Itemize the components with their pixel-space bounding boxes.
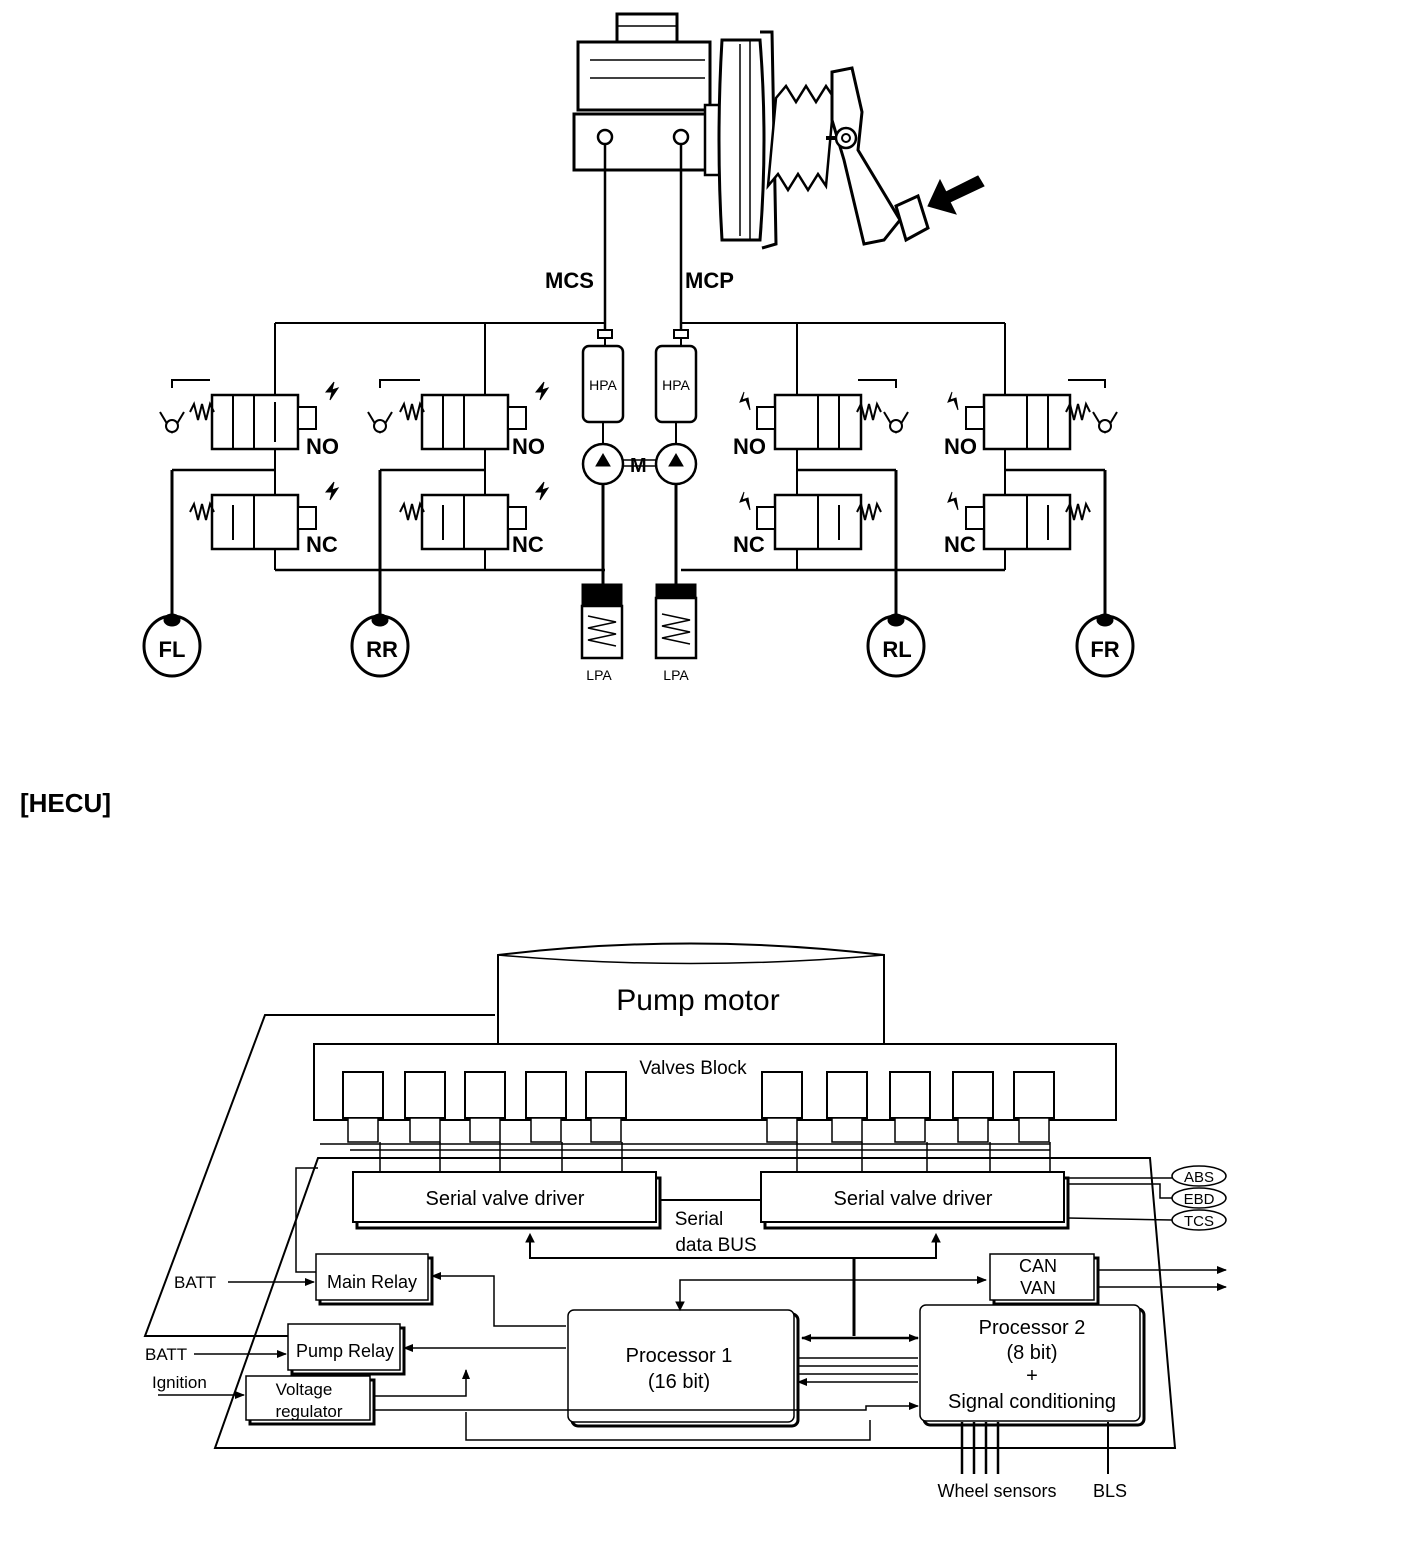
- pump-motor-label: Pump motor: [616, 984, 779, 1017]
- wheel-rl-label: RL: [882, 637, 911, 662]
- ignition-label: Ignition: [152, 1373, 207, 1392]
- control-wiring: [158, 1167, 1109, 1474]
- lpa-label-right: LPA: [663, 667, 689, 683]
- batt-label-1: BATT: [174, 1273, 216, 1292]
- valve-nc-label-rr: NC: [512, 532, 544, 557]
- brake-booster-icon: [703, 30, 845, 250]
- valve-no-label-fl: NO: [306, 434, 339, 459]
- output-tcs: TCS: [1184, 1213, 1214, 1230]
- hpa-label-left: HPA: [589, 377, 617, 393]
- valve-no-label-rl: NO: [733, 434, 766, 459]
- serial-valve-driver-right-label: Serial valve driver: [834, 1188, 993, 1210]
- processor-2-label-3: +: [1026, 1365, 1038, 1387]
- serial-bus-label-1: Serial: [675, 1209, 724, 1230]
- processor-2-label-1: Processor 2: [979, 1317, 1086, 1339]
- valve-no-label-rr: NO: [512, 434, 545, 459]
- valves-block-label: Valves Block: [639, 1058, 747, 1079]
- pump-relay: Pump Relay: [287, 1323, 406, 1376]
- motor-label: M: [630, 455, 647, 477]
- press-arrow-icon: [927, 175, 985, 215]
- wheel-cylinder-icon: [142, 613, 1135, 678]
- master-cylinder-icon: [572, 12, 714, 172]
- processor-2-label-4: Signal conditioning: [948, 1391, 1116, 1413]
- valves-block: Valves Block: [313, 1043, 1117, 1143]
- voltage-regulator: Voltage regulator: [245, 1375, 376, 1426]
- voltage-regulator-label-2: regulator: [275, 1402, 342, 1421]
- valve-nc-label-fr: NC: [944, 532, 976, 557]
- wheel-fr-label: FR: [1090, 637, 1119, 662]
- hecu-outer-frame: [143, 1014, 1177, 1449]
- valve-wires: [320, 1142, 1051, 1172]
- serial-valve-driver-left: Serial valve driver: [352, 1171, 662, 1230]
- main-relay: Main Relay: [315, 1253, 434, 1306]
- lpa-label-left: LPA: [586, 667, 612, 683]
- main-relay-label: Main Relay: [327, 1272, 417, 1292]
- wheel-fl-label: FL: [159, 637, 186, 662]
- brake-pedal-icon: [830, 66, 930, 246]
- valve-nc-label-fl: NC: [306, 532, 338, 557]
- status-outputs: ABS EBD TCS: [1067, 1165, 1227, 1231]
- batt-label-2: BATT: [145, 1345, 187, 1364]
- processor-1-label-1: Processor 1: [626, 1345, 733, 1367]
- check-valve-icon: [159, 411, 1118, 434]
- processor-2: Processor 2 (8 bit) + Signal conditionin…: [919, 1304, 1146, 1427]
- bls-label: BLS: [1093, 1481, 1127, 1501]
- hpa-right: HPA: [654, 329, 698, 424]
- mcp-label: MCP: [685, 268, 734, 293]
- valve-no-label-fr: NO: [944, 434, 977, 459]
- voltage-regulator-label-1: Voltage: [276, 1380, 333, 1399]
- wheel-rr-label: RR: [366, 637, 398, 662]
- processor-1-label-2: (16 bit): [648, 1371, 710, 1393]
- wheel-sensors-label: Wheel sensors: [937, 1481, 1056, 1501]
- van-label: VAN: [1020, 1278, 1056, 1298]
- can-van-module: CAN VAN: [989, 1253, 1227, 1306]
- processor-2-label-2: (8 bit): [1006, 1342, 1057, 1364]
- hpa-label-right: HPA: [662, 377, 690, 393]
- valve-nc-label-rl: NC: [733, 532, 765, 557]
- pump-icon: [581, 442, 698, 486]
- can-label: CAN: [1019, 1256, 1057, 1276]
- pump-motor-box: Pump motor: [497, 942, 885, 1043]
- serial-valve-driver-left-label: Serial valve driver: [426, 1188, 585, 1210]
- lpa-left: LPA: [580, 583, 624, 683]
- serial-valve-driver-right: Serial valve driver: [760, 1171, 1070, 1230]
- lpa-right: LPA: [654, 583, 698, 683]
- pump-relay-label: Pump Relay: [296, 1341, 394, 1361]
- output-abs: ABS: [1184, 1169, 1214, 1186]
- section-title: [HECU]: [20, 788, 111, 818]
- serial-bus-label-2: data BUS: [675, 1235, 756, 1256]
- hpa-left: HPA: [581, 329, 625, 424]
- valve-row: [342, 1071, 1055, 1143]
- mcs-label: MCS: [545, 268, 594, 293]
- processor-1: Processor 1 (16 bit): [567, 1309, 800, 1428]
- output-ebd: EBD: [1184, 1191, 1215, 1208]
- solenoid-valve-icon: [189, 381, 1091, 551]
